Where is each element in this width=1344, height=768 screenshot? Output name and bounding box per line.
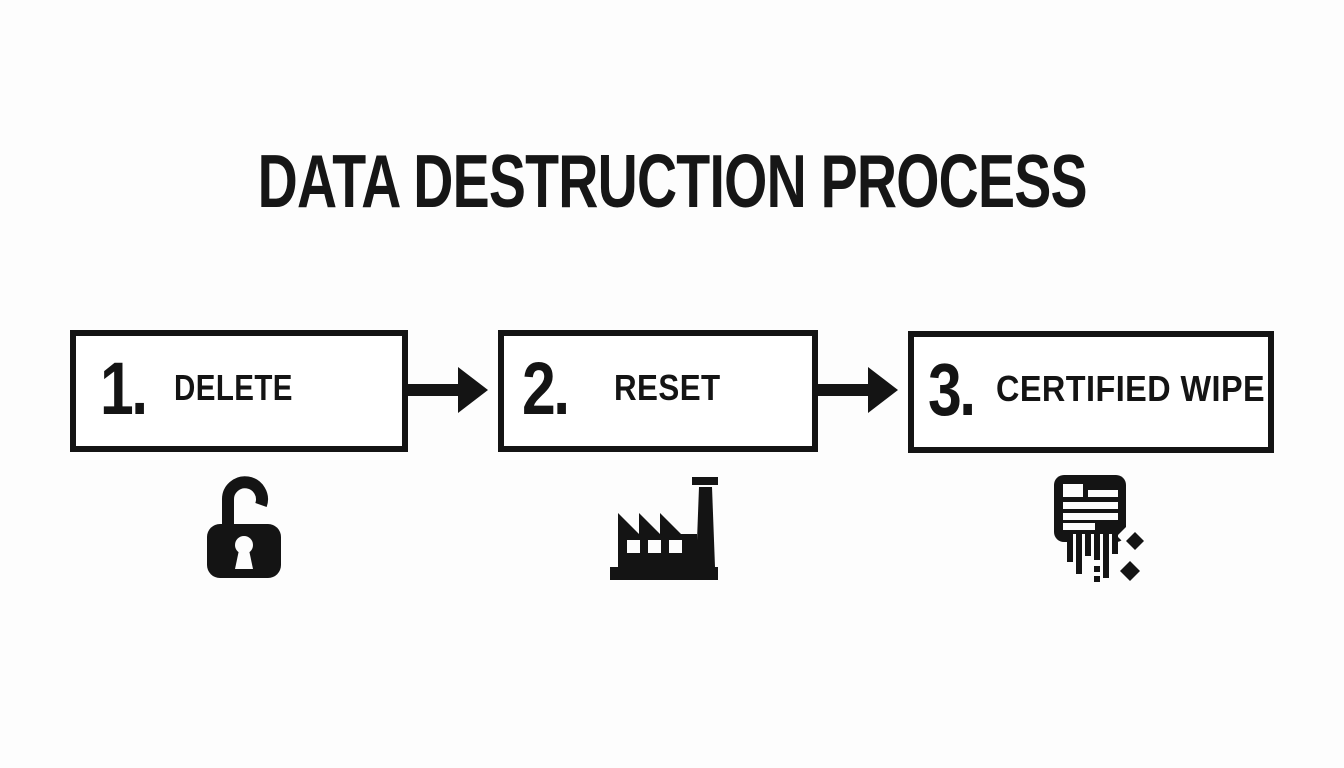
shredder-icon bbox=[1054, 475, 1144, 582]
step-number: 2. bbox=[522, 347, 570, 430]
step-number: 3. bbox=[928, 348, 976, 431]
step-label: RESET bbox=[613, 367, 721, 408]
step-box-certified-wipe: 3. CERTIFIED WIPE bbox=[908, 331, 1274, 453]
page-title-text: DATA DESTRUCTION PROCESS bbox=[257, 139, 1087, 223]
step-label: DELETE bbox=[173, 367, 293, 408]
factory-icon bbox=[610, 477, 718, 580]
arrow-right-icon bbox=[408, 367, 488, 413]
step-box-reset: 2. RESET bbox=[498, 330, 818, 452]
step-box-delete: 1. DELETE bbox=[70, 330, 408, 452]
step-label: CERTIFIED WIPE bbox=[995, 368, 1265, 409]
arrow-right-icon bbox=[818, 367, 898, 413]
step-number: 1. bbox=[100, 347, 148, 430]
unlock-icon bbox=[207, 476, 281, 578]
page-title: DATA DESTRUCTION PROCESS bbox=[0, 144, 1344, 219]
